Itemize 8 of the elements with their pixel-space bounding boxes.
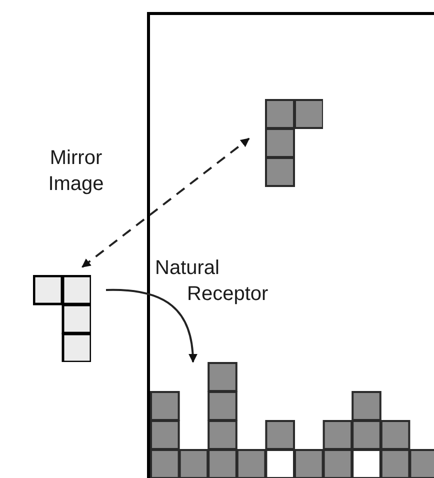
edge-label: Mirror Image bbox=[47, 146, 105, 197]
dashed-arrow bbox=[82, 138, 250, 268]
edge-label: Natural Receptor bbox=[155, 256, 270, 307]
board-frame bbox=[147, 12, 434, 478]
block-stack-drawing bbox=[150, 362, 434, 478]
block-piece-drawing bbox=[265, 99, 323, 187]
block-piece-drawing bbox=[33, 275, 91, 362]
curved-arrow bbox=[106, 289, 198, 363]
